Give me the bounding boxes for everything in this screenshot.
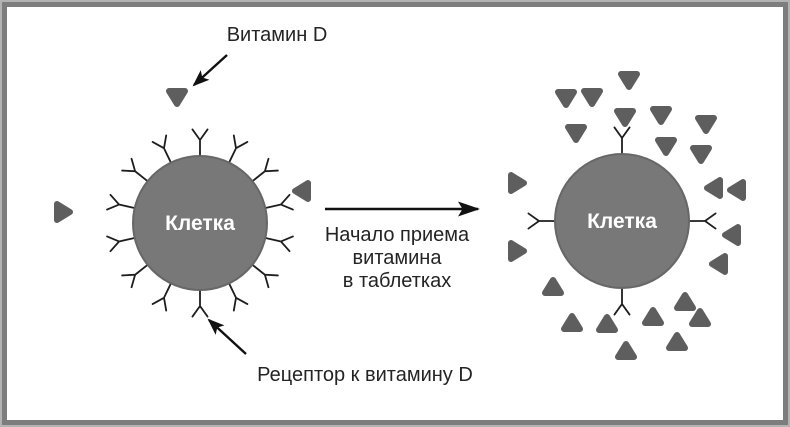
left-cell-label: Клетка <box>165 212 235 235</box>
right-cell-label: Клетка <box>587 210 657 233</box>
vitamin-d-pointer-arrow <box>192 54 228 87</box>
vitamin-d-particle-icon <box>704 177 723 199</box>
vitamin-d-particle-icon <box>542 277 564 296</box>
transition-caption-line2: витамина <box>353 247 443 269</box>
vitamin-d-particle-icon <box>596 314 618 333</box>
vitamin-d-particle-icon <box>166 88 188 107</box>
vitamin-d-particle-icon <box>565 124 587 143</box>
right-cell-body <box>554 153 690 289</box>
vitamin-d-particle-icon <box>642 307 664 326</box>
vitamin-d-label: Витамин D <box>227 24 328 46</box>
vitamin-d-particle-icon <box>709 253 728 275</box>
vitamin-d-receptor-icon <box>121 157 151 184</box>
vitamin-d-particle-icon <box>695 115 717 134</box>
transition-caption-line3: в таблетках <box>343 270 451 292</box>
vitamin-d-particle-icon <box>690 145 712 164</box>
vitamin-d-particle-icon <box>689 308 711 327</box>
vitamin-particles-near-right-cell <box>508 71 746 360</box>
vitamin-d-particle-icon <box>292 180 311 202</box>
vitamin-d-particle-icon <box>508 240 527 262</box>
vitamin-d-particle-icon <box>508 172 527 194</box>
vitamin-d-particle-icon <box>650 106 672 125</box>
vitamin-particles-near-left-cell <box>54 88 311 223</box>
vitamin-d-particle-icon <box>618 71 640 90</box>
vitamin-d-particle-icon <box>722 224 741 246</box>
left-cell-body <box>132 155 268 291</box>
vitamin-d-particle-icon <box>727 179 746 201</box>
vitamin-d-callout: Витамин D <box>192 24 328 87</box>
vitamin-d-particle-icon <box>614 108 636 127</box>
vitamin-d-particle-icon <box>54 201 73 223</box>
vitamin-d-particle-icon <box>655 137 677 156</box>
receptor-label: Рецептор к витамину D <box>257 364 473 386</box>
left-cell-group: Клетка <box>106 128 294 318</box>
vitamin-d-particle-icon <box>561 313 583 332</box>
vitamin-d-particle-icon <box>615 341 637 360</box>
receptor-pointer-arrow <box>207 318 247 355</box>
receptor-callout: Рецептор к витамину D <box>207 318 473 386</box>
vitamin-d-receptor-icon <box>249 157 279 184</box>
right-cell-group: Клетка <box>527 126 717 316</box>
vitamin-d-particle-icon <box>674 292 696 311</box>
transition-group: Начало приема витамина в таблетках <box>325 201 480 292</box>
vitamin-d-receptor-icon <box>249 262 279 289</box>
transition-caption-line1: Начало приема <box>325 224 470 246</box>
vitamin-d-particle-icon <box>666 332 688 351</box>
vitamin-d-particle-icon <box>581 88 603 107</box>
vitamin-d-particle-icon <box>555 89 577 108</box>
vitamin-d-receptor-icon <box>121 262 151 289</box>
